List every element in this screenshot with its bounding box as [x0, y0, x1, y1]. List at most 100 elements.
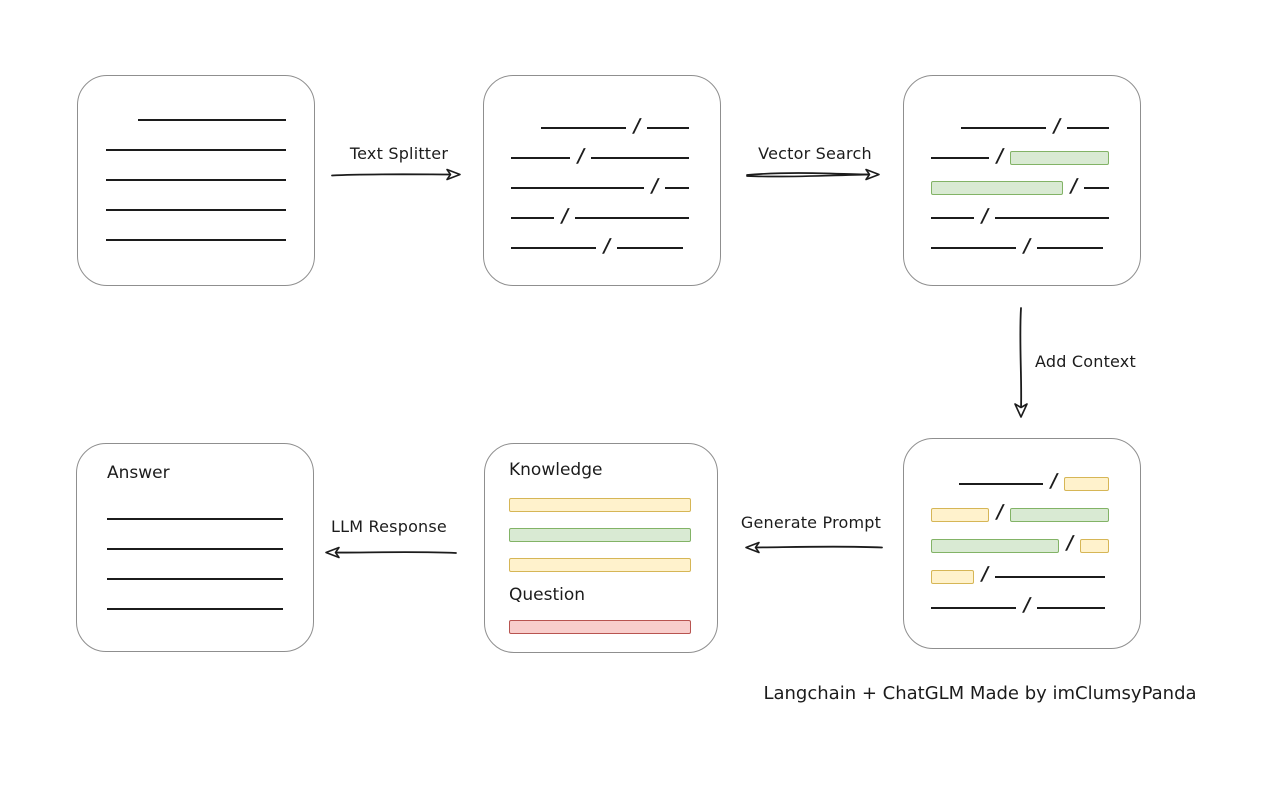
text-line	[931, 157, 989, 159]
context-box: / / / / /	[903, 438, 1141, 649]
chunk-row	[107, 564, 283, 594]
question-bar	[509, 612, 691, 642]
text-line	[1037, 606, 1106, 609]
green-chunk-bar	[509, 528, 691, 542]
text-line	[138, 119, 286, 121]
green-chunk-bar	[931, 181, 1063, 195]
chunk-row: /	[931, 203, 1109, 233]
text-line	[511, 187, 644, 189]
chunk-row	[107, 504, 283, 534]
chunk-row: /	[511, 173, 689, 203]
chunk-row	[107, 594, 283, 624]
text-line	[511, 157, 570, 159]
chunk-row	[106, 105, 286, 135]
text-line	[107, 518, 283, 520]
text-line	[106, 239, 286, 241]
text-line	[1066, 127, 1109, 129]
text-line	[1037, 247, 1104, 249]
chunk-row: /	[511, 143, 689, 173]
slash-separator: /	[559, 204, 571, 227]
text-line	[574, 217, 689, 219]
text-line	[931, 247, 1017, 249]
text-line	[107, 548, 283, 550]
chunk-row: /	[511, 203, 689, 233]
slash-separator: /	[1021, 594, 1033, 616]
source-document-box	[77, 75, 315, 286]
slash-separator: /	[1068, 174, 1080, 197]
yellow-chunk-bar	[1064, 476, 1109, 491]
chunk-row	[509, 550, 691, 580]
chunk-row	[509, 520, 691, 550]
chunk-row: /	[931, 233, 1109, 263]
context-chunk-rows: / / / / /	[931, 468, 1109, 623]
right-arrow-icon	[331, 168, 461, 181]
split-chunk-rows: / / / / /	[511, 113, 689, 263]
answer-box: Answer	[76, 443, 314, 652]
llm-response-label: LLM Response	[331, 517, 447, 536]
chunk-row: /	[931, 143, 1109, 173]
add-context-label: Add Context	[1035, 352, 1136, 371]
text-line	[106, 179, 286, 181]
slash-separator: /	[979, 563, 991, 585]
chunk-row: /	[931, 113, 1109, 143]
green-chunk-bar	[1009, 151, 1109, 165]
text-line	[959, 482, 1044, 485]
text-line	[511, 217, 554, 219]
slash-separator: /	[994, 501, 1005, 523]
chunk-row	[107, 534, 283, 564]
green-chunk-bar	[1009, 507, 1109, 522]
text-line	[664, 187, 689, 189]
text-line	[511, 247, 597, 249]
left-arrow-icon	[745, 541, 883, 554]
generate-prompt-label: Generate Prompt	[740, 513, 882, 532]
down-arrow-icon	[1014, 307, 1028, 418]
chunk-row: /	[931, 530, 1109, 561]
chunk-row: /	[931, 173, 1109, 203]
answer-lines	[107, 504, 283, 624]
matched-chunk-rows: /////	[931, 113, 1109, 263]
llm-response-arrow: LLM Response	[318, 517, 460, 562]
yellow-chunk-bar	[1079, 538, 1109, 553]
text-line	[617, 247, 684, 249]
text-line	[994, 575, 1106, 578]
slash-separator: /	[1064, 532, 1076, 554]
text-line	[646, 127, 689, 129]
chunk-row	[106, 195, 286, 225]
footer-credit: Langchain + ChatGLM Made by imClumsyPand…	[763, 683, 1197, 704]
chunk-row: /	[931, 499, 1109, 530]
chunk-row	[509, 612, 691, 642]
text-line	[994, 217, 1109, 219]
slash-separator: /	[631, 114, 643, 137]
chunk-row: /	[511, 233, 689, 263]
red-chunk-bar	[509, 620, 691, 634]
yellow-chunk-bar	[931, 507, 989, 522]
answer-label: Answer	[107, 463, 170, 483]
chunk-row: /	[931, 561, 1109, 592]
yellow-chunk-bar	[509, 558, 691, 572]
slash-separator: /	[601, 234, 613, 257]
text-line	[106, 149, 286, 151]
split-text-box: / / / / /	[483, 75, 721, 286]
green-chunk-bar	[931, 538, 1059, 553]
chunk-row	[106, 225, 286, 255]
chunk-row	[106, 135, 286, 165]
slash-separator: /	[979, 204, 991, 227]
document-lines	[106, 105, 286, 255]
text-line	[107, 608, 283, 610]
chunk-row	[509, 490, 691, 520]
chunk-row: /	[931, 468, 1109, 499]
text-splitter-arrow: Text Splitter	[330, 144, 468, 184]
text-line	[106, 209, 286, 211]
slash-separator: /	[649, 174, 660, 197]
text-line	[961, 127, 1046, 129]
text-line	[931, 217, 974, 219]
yellow-chunk-bar	[931, 569, 974, 584]
text-line	[590, 157, 689, 159]
left-arrow-icon	[325, 546, 457, 559]
right-double-arrow-icon	[746, 168, 880, 181]
slash-separator: /	[1021, 234, 1033, 257]
text-splitter-label: Text Splitter	[349, 144, 449, 163]
question-label: Question	[509, 585, 586, 605]
slash-separator: /	[1048, 470, 1060, 492]
slash-separator: /	[575, 144, 587, 167]
